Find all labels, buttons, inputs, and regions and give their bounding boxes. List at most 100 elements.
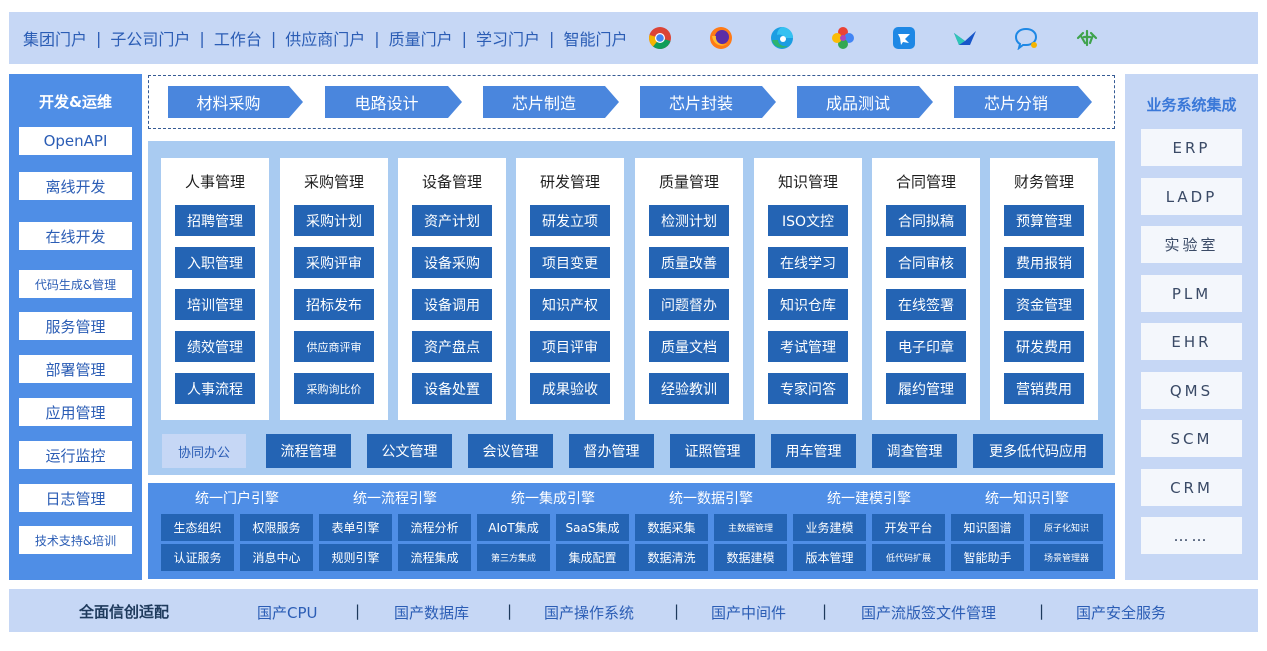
module-item[interactable]: 费用报销	[1004, 247, 1084, 278]
engine-item[interactable]: 流程集成	[398, 544, 471, 571]
flow-step-circuit[interactable]: 电路设计	[325, 86, 462, 118]
office-item-supervise[interactable]: 督办管理	[569, 434, 654, 468]
module-item[interactable]: 营销费用	[1004, 373, 1084, 404]
firefox-icon[interactable]	[708, 25, 734, 51]
portal-group[interactable]: 集团门户	[23, 30, 88, 49]
integration-item-ladp[interactable]: LADP	[1141, 178, 1242, 215]
devops-item-offline-dev[interactable]: 离线开发	[19, 172, 132, 200]
integration-item-erp[interactable]: ERP	[1141, 129, 1242, 166]
flow-step-material[interactable]: 材料采购	[168, 86, 303, 118]
module-item[interactable]: 设备调用	[412, 289, 492, 320]
engine-item[interactable]: 权限服务	[240, 514, 313, 541]
portal-smart[interactable]: 智能门户	[563, 30, 628, 49]
module-item[interactable]: 资产盘点	[412, 331, 492, 362]
office-item-flow[interactable]: 流程管理	[266, 434, 351, 468]
module-item[interactable]: 问题督办	[649, 289, 729, 320]
module-item[interactable]: 项目变更	[530, 247, 610, 278]
module-item[interactable]: 人事流程	[175, 373, 255, 404]
office-item-meeting[interactable]: 会议管理	[468, 434, 553, 468]
engine-item[interactable]: 知识图谱	[951, 514, 1024, 541]
office-item-more-lowcode[interactable]: 更多低代码应用	[973, 434, 1103, 468]
engine-item[interactable]: 数据采集	[635, 514, 708, 541]
module-item[interactable]: 培训管理	[175, 289, 255, 320]
module-item[interactable]: 项目评审	[530, 331, 610, 362]
module-item[interactable]: 合同拟稿	[886, 205, 966, 236]
flow-step-package[interactable]: 芯片封装	[640, 86, 776, 118]
flow-step-test[interactable]: 成品测试	[797, 86, 933, 118]
engine-item[interactable]: 智能助手	[951, 544, 1024, 571]
module-item[interactable]: 设备采购	[412, 247, 492, 278]
module-item[interactable]: 设备处置	[412, 373, 492, 404]
devops-item-service[interactable]: 服务管理	[19, 312, 132, 340]
devops-item-support[interactable]: 技术支持&培训	[19, 526, 132, 554]
module-item[interactable]: 在线签署	[886, 289, 966, 320]
integration-item-scm[interactable]: SCM	[1141, 420, 1242, 457]
devops-item-deploy[interactable]: 部署管理	[19, 355, 132, 383]
engine-item[interactable]: 规则引擎	[319, 544, 392, 571]
engine-item[interactable]: 业务建模	[793, 514, 866, 541]
module-item[interactable]: 在线学习	[768, 247, 848, 278]
module-item[interactable]: 考试管理	[768, 331, 848, 362]
module-item[interactable]: 预算管理	[1004, 205, 1084, 236]
engine-item[interactable]: 低代码扩展	[872, 544, 945, 571]
module-item[interactable]: 检测计划	[649, 205, 729, 236]
engine-item[interactable]: 第三方集成	[477, 544, 550, 571]
portal-workbench[interactable]: 工作台	[213, 30, 262, 49]
module-item[interactable]: 供应商评审	[294, 331, 374, 362]
module-item[interactable]: 采购计划	[294, 205, 374, 236]
integration-item-crm[interactable]: CRM	[1141, 469, 1242, 506]
photos-icon[interactable]	[830, 25, 856, 51]
office-item-vehicle[interactable]: 用车管理	[771, 434, 856, 468]
portal-supplier[interactable]: 供应商门户	[285, 30, 366, 49]
module-item[interactable]: 研发费用	[1004, 331, 1084, 362]
devops-item-app[interactable]: 应用管理	[19, 398, 132, 426]
module-item[interactable]: 知识产权	[530, 289, 610, 320]
module-item[interactable]: 质量文档	[649, 331, 729, 362]
integration-item-lab[interactable]: 实验室	[1141, 226, 1242, 263]
module-item[interactable]: 采购询比价	[294, 373, 374, 404]
module-item[interactable]: 采购评审	[294, 247, 374, 278]
engine-item[interactable]: 原子化知识	[1030, 514, 1103, 541]
module-item[interactable]: 招聘管理	[175, 205, 255, 236]
module-item[interactable]: 专家问答	[768, 373, 848, 404]
feishu-icon[interactable]	[891, 25, 917, 51]
module-item[interactable]: 绩效管理	[175, 331, 255, 362]
office-item-license[interactable]: 证照管理	[670, 434, 755, 468]
devops-item-openapi[interactable]: OpenAPI	[19, 127, 132, 155]
module-item[interactable]: 合同审核	[886, 247, 966, 278]
lark-icon[interactable]	[952, 25, 978, 51]
module-item[interactable]: 入职管理	[175, 247, 255, 278]
engine-item[interactable]: SaaS集成	[556, 514, 629, 541]
engine-item[interactable]: 集成配置	[556, 544, 629, 571]
devops-item-codegen[interactable]: 代码生成&管理	[19, 270, 132, 298]
portal-quality[interactable]: 质量门户	[388, 30, 453, 49]
engine-item[interactable]: 场景管理器	[1030, 544, 1103, 571]
module-item[interactable]: 经验教训	[649, 373, 729, 404]
flow-step-fab[interactable]: 芯片制造	[483, 86, 619, 118]
module-item[interactable]: 研发立项	[530, 205, 610, 236]
module-item[interactable]: ISO文控	[768, 205, 848, 236]
logo-icon[interactable]	[1074, 25, 1100, 51]
portal-subsidiary[interactable]: 子公司门户	[110, 30, 191, 49]
module-item[interactable]: 招标发布	[294, 289, 374, 320]
integration-item-ehr[interactable]: EHR	[1141, 323, 1242, 360]
flow-step-distribution[interactable]: 芯片分销	[954, 86, 1092, 118]
module-item[interactable]: 资金管理	[1004, 289, 1084, 320]
engine-item[interactable]: 消息中心	[240, 544, 313, 571]
devops-item-online-dev[interactable]: 在线开发	[19, 222, 132, 250]
office-item-document[interactable]: 公文管理	[367, 434, 452, 468]
engine-item[interactable]: 流程分析	[398, 514, 471, 541]
module-item[interactable]: 质量改善	[649, 247, 729, 278]
engine-item[interactable]: 数据清洗	[635, 544, 708, 571]
integration-item-more[interactable]: ……	[1141, 517, 1242, 554]
engine-item[interactable]: 开发平台	[872, 514, 945, 541]
module-item[interactable]: 资产计划	[412, 205, 492, 236]
engine-item[interactable]: 表单引擎	[319, 514, 392, 541]
engine-item[interactable]: 生态组织	[161, 514, 234, 541]
module-item[interactable]: 电子印章	[886, 331, 966, 362]
integration-item-qms[interactable]: QMS	[1141, 372, 1242, 409]
engine-item[interactable]: 主数据管理	[714, 514, 787, 541]
module-item[interactable]: 知识仓库	[768, 289, 848, 320]
engine-item[interactable]: 版本管理	[793, 544, 866, 571]
engine-item[interactable]: AIoT集成	[477, 514, 550, 541]
